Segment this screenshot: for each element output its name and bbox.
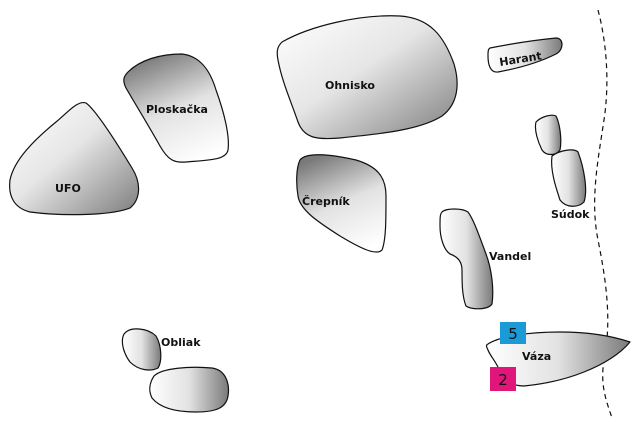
stone-ufo[interactable]: UFO [9, 101, 140, 216]
badge-2-box [490, 367, 516, 391]
stone-vandel[interactable]: Vandel [439, 208, 531, 310]
stone-vaza[interactable]: Váza [485, 331, 631, 387]
stone-ploskacka[interactable]: Ploskačka [123, 53, 229, 163]
stone-harant[interactable]: Harant [487, 37, 563, 73]
badge-5-value: 5 [508, 325, 518, 343]
stone-crepnik[interactable]: Črepník [296, 154, 387, 253]
badge-2: 2 [490, 367, 516, 391]
stone-ohnisko[interactable]: Ohnisko [276, 15, 458, 140]
label-ufo: UFO [55, 182, 81, 195]
label-crepnik: Črepník [302, 195, 350, 208]
label-ohnisko: Ohnisko [325, 79, 375, 92]
stone-sudok[interactable]: Súdok [534, 114, 590, 221]
stone-obliak[interactable]: Obliak [121, 328, 230, 413]
label-ploskacka: Ploskačka [146, 103, 208, 116]
badge-5: 5 [500, 322, 526, 344]
label-vandel: Vandel [489, 250, 531, 263]
label-vaza: Váza [522, 350, 551, 363]
label-sudok: Súdok [551, 208, 590, 221]
dashed-boundary-line [594, 9, 613, 419]
badge-5-box [500, 322, 526, 344]
label-obliak: Obliak [161, 336, 201, 349]
badge-2-value: 2 [498, 371, 508, 389]
